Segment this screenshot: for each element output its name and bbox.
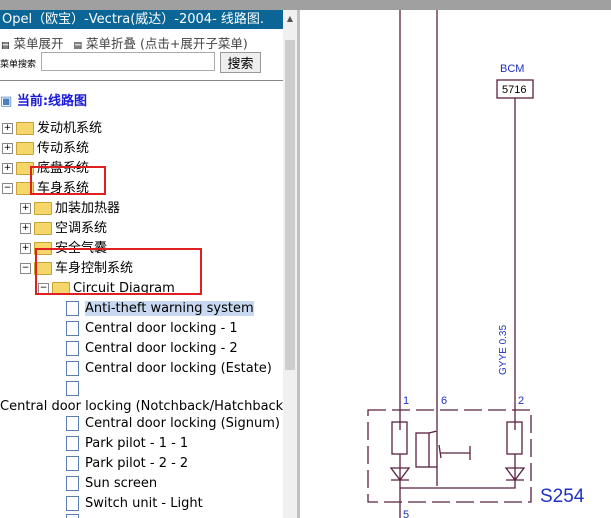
folder-icon xyxy=(34,222,52,235)
search-button[interactable]: 搜索 xyxy=(220,52,261,73)
bcm-label: BCM xyxy=(500,63,524,75)
menu-hint: (点击+展开子菜单) xyxy=(140,36,248,51)
collapse-icon[interactable]: − xyxy=(20,263,31,274)
document-icon xyxy=(66,476,79,491)
component-label: S254 xyxy=(540,486,585,507)
tree-item[interactable] xyxy=(64,512,85,518)
tree-item[interactable]: + 底盘系统 xyxy=(2,159,89,179)
folder-icon xyxy=(16,142,34,155)
wire-label: GYYE 0.35 xyxy=(498,325,509,375)
tree-item[interactable]: Central door locking - 1 xyxy=(64,319,238,339)
folder-icon xyxy=(34,202,52,215)
pin-label: 1 xyxy=(403,395,409,407)
tree-item-label: Central door locking - 1 xyxy=(85,321,238,336)
tree-item-label: Circuit Diagram xyxy=(73,281,175,296)
computer-icon: ▣ xyxy=(0,94,13,109)
divider xyxy=(0,80,283,81)
tree-item-label: 发动机系统 xyxy=(37,121,103,136)
connector-label: 5716 xyxy=(502,84,526,96)
tree-item[interactable]: Sun screen xyxy=(64,474,157,494)
tree-item-label: Central door locking (Notchback/Hatchbac… xyxy=(0,399,283,414)
connector-box xyxy=(496,79,534,99)
expand-icon[interactable]: + xyxy=(2,143,13,154)
tree-item[interactable]: − 车身控制系统 xyxy=(20,259,133,279)
collapse-icon: ▤ xyxy=(73,41,83,51)
tree-item-label: Switch unit - Light xyxy=(85,496,203,511)
document-icon xyxy=(66,436,79,451)
document-icon xyxy=(66,496,79,511)
tree-item[interactable]: Central door locking (Notchback/Hatchbac… xyxy=(0,397,283,417)
tree-item-label: Central door locking (Estate) xyxy=(85,361,272,376)
tree-item-label: Park pilot - 1 - 1 xyxy=(85,436,189,451)
current-location: ▣ 当前:线路图 xyxy=(0,90,87,109)
tree-item-label: Sun screen xyxy=(85,476,158,491)
tree-item[interactable] xyxy=(64,379,85,399)
menu-panel: Opel（欧宝）-Vectra(威达）-2004- 线路图. ▤菜单展开 ▤菜单… xyxy=(0,10,283,518)
expand-all-link[interactable]: 菜单展开 xyxy=(13,36,64,51)
document-icon xyxy=(66,381,79,396)
tree-item-label: 加装加热器 xyxy=(55,201,121,216)
scrollbar-thumb[interactable] xyxy=(285,40,295,370)
tree-item[interactable]: Switch unit - Light xyxy=(64,494,203,514)
tree-item-label: 车身系统 xyxy=(37,181,90,196)
search-label: 菜单搜索 xyxy=(0,60,37,70)
document-icon xyxy=(66,456,79,471)
pin-label: 6 xyxy=(441,395,447,407)
folder-icon xyxy=(16,162,34,175)
expand-icon[interactable]: + xyxy=(20,243,31,254)
tree-item-label: 底盘系统 xyxy=(37,161,90,176)
tree-item[interactable]: Central door locking (Estate) xyxy=(64,359,272,379)
highlight-box xyxy=(30,166,106,195)
expand-icon[interactable]: + xyxy=(20,223,31,234)
vertical-scrollbar[interactable]: ▲ xyxy=(283,10,297,518)
scroll-up-icon[interactable]: ▲ xyxy=(286,14,294,23)
tree-item-label: Park pilot - 2 - 2 xyxy=(85,456,189,471)
tree-item-label: Central door locking (Signum) xyxy=(85,416,280,431)
tree-item[interactable]: + 加装加热器 xyxy=(20,199,120,219)
folder-icon xyxy=(34,262,52,275)
search-input[interactable] xyxy=(41,52,215,71)
document-icon xyxy=(66,321,79,336)
tree-item-label: 车身控制系统 xyxy=(55,261,134,276)
tree-item[interactable]: Park pilot - 2 - 2 xyxy=(64,454,188,474)
tree-item-label: Anti-theft warning system xyxy=(85,301,254,316)
tree-item[interactable]: Park pilot - 1 - 1 xyxy=(64,434,188,454)
expand-icon[interactable]: + xyxy=(2,163,13,174)
current-label: 当前:线路图 xyxy=(16,94,88,109)
document-icon xyxy=(66,514,79,518)
folder-icon xyxy=(16,122,34,135)
tree-item-label: 传动系统 xyxy=(37,141,90,156)
document-icon xyxy=(66,416,79,431)
tree-item[interactable]: Central door locking (Signum) xyxy=(64,414,280,434)
pin-label: 5 xyxy=(403,509,409,518)
highlight-box xyxy=(35,248,202,295)
menu-toolbar: ▤菜单展开 ▤菜单折叠 (点击+展开子菜单) xyxy=(0,33,248,52)
collapse-icon[interactable]: − xyxy=(2,183,13,194)
expand-icon: ▤ xyxy=(1,41,10,51)
tree-item-label: 空调系统 xyxy=(55,221,108,236)
panel-title: Opel（欧宝）-Vectra(威达）-2004- 线路图. xyxy=(0,10,283,29)
tree-item[interactable]: −Circuit Diagram xyxy=(38,279,175,299)
expand-icon[interactable]: + xyxy=(20,203,31,214)
tree-item[interactable]: + 空调系统 xyxy=(20,219,107,239)
window-top-bar xyxy=(0,0,611,10)
tree-item[interactable]: + 发动机系统 xyxy=(2,119,102,139)
tree-item-label: Central door locking - 2 xyxy=(85,341,238,356)
pin-label: 2 xyxy=(518,395,524,407)
circuit-diagram: BCM 5716 GYYE 0.35 1 6 2 5 S254 xyxy=(367,10,585,518)
tree-item[interactable]: Anti-theft warning system xyxy=(64,299,254,319)
document-icon xyxy=(66,361,79,376)
tree-item[interactable]: + 传动系统 xyxy=(2,139,89,159)
document-icon xyxy=(66,301,79,316)
expand-icon[interactable]: + xyxy=(2,123,13,134)
tree-item[interactable]: − 车身系统 xyxy=(2,179,89,199)
collapse-all-link[interactable]: 菜单折叠 xyxy=(86,36,137,51)
tree-item[interactable]: Central door locking - 2 xyxy=(64,339,238,359)
folder-icon xyxy=(16,182,34,195)
document-icon xyxy=(66,341,79,356)
frame-splitter[interactable] xyxy=(297,10,300,518)
